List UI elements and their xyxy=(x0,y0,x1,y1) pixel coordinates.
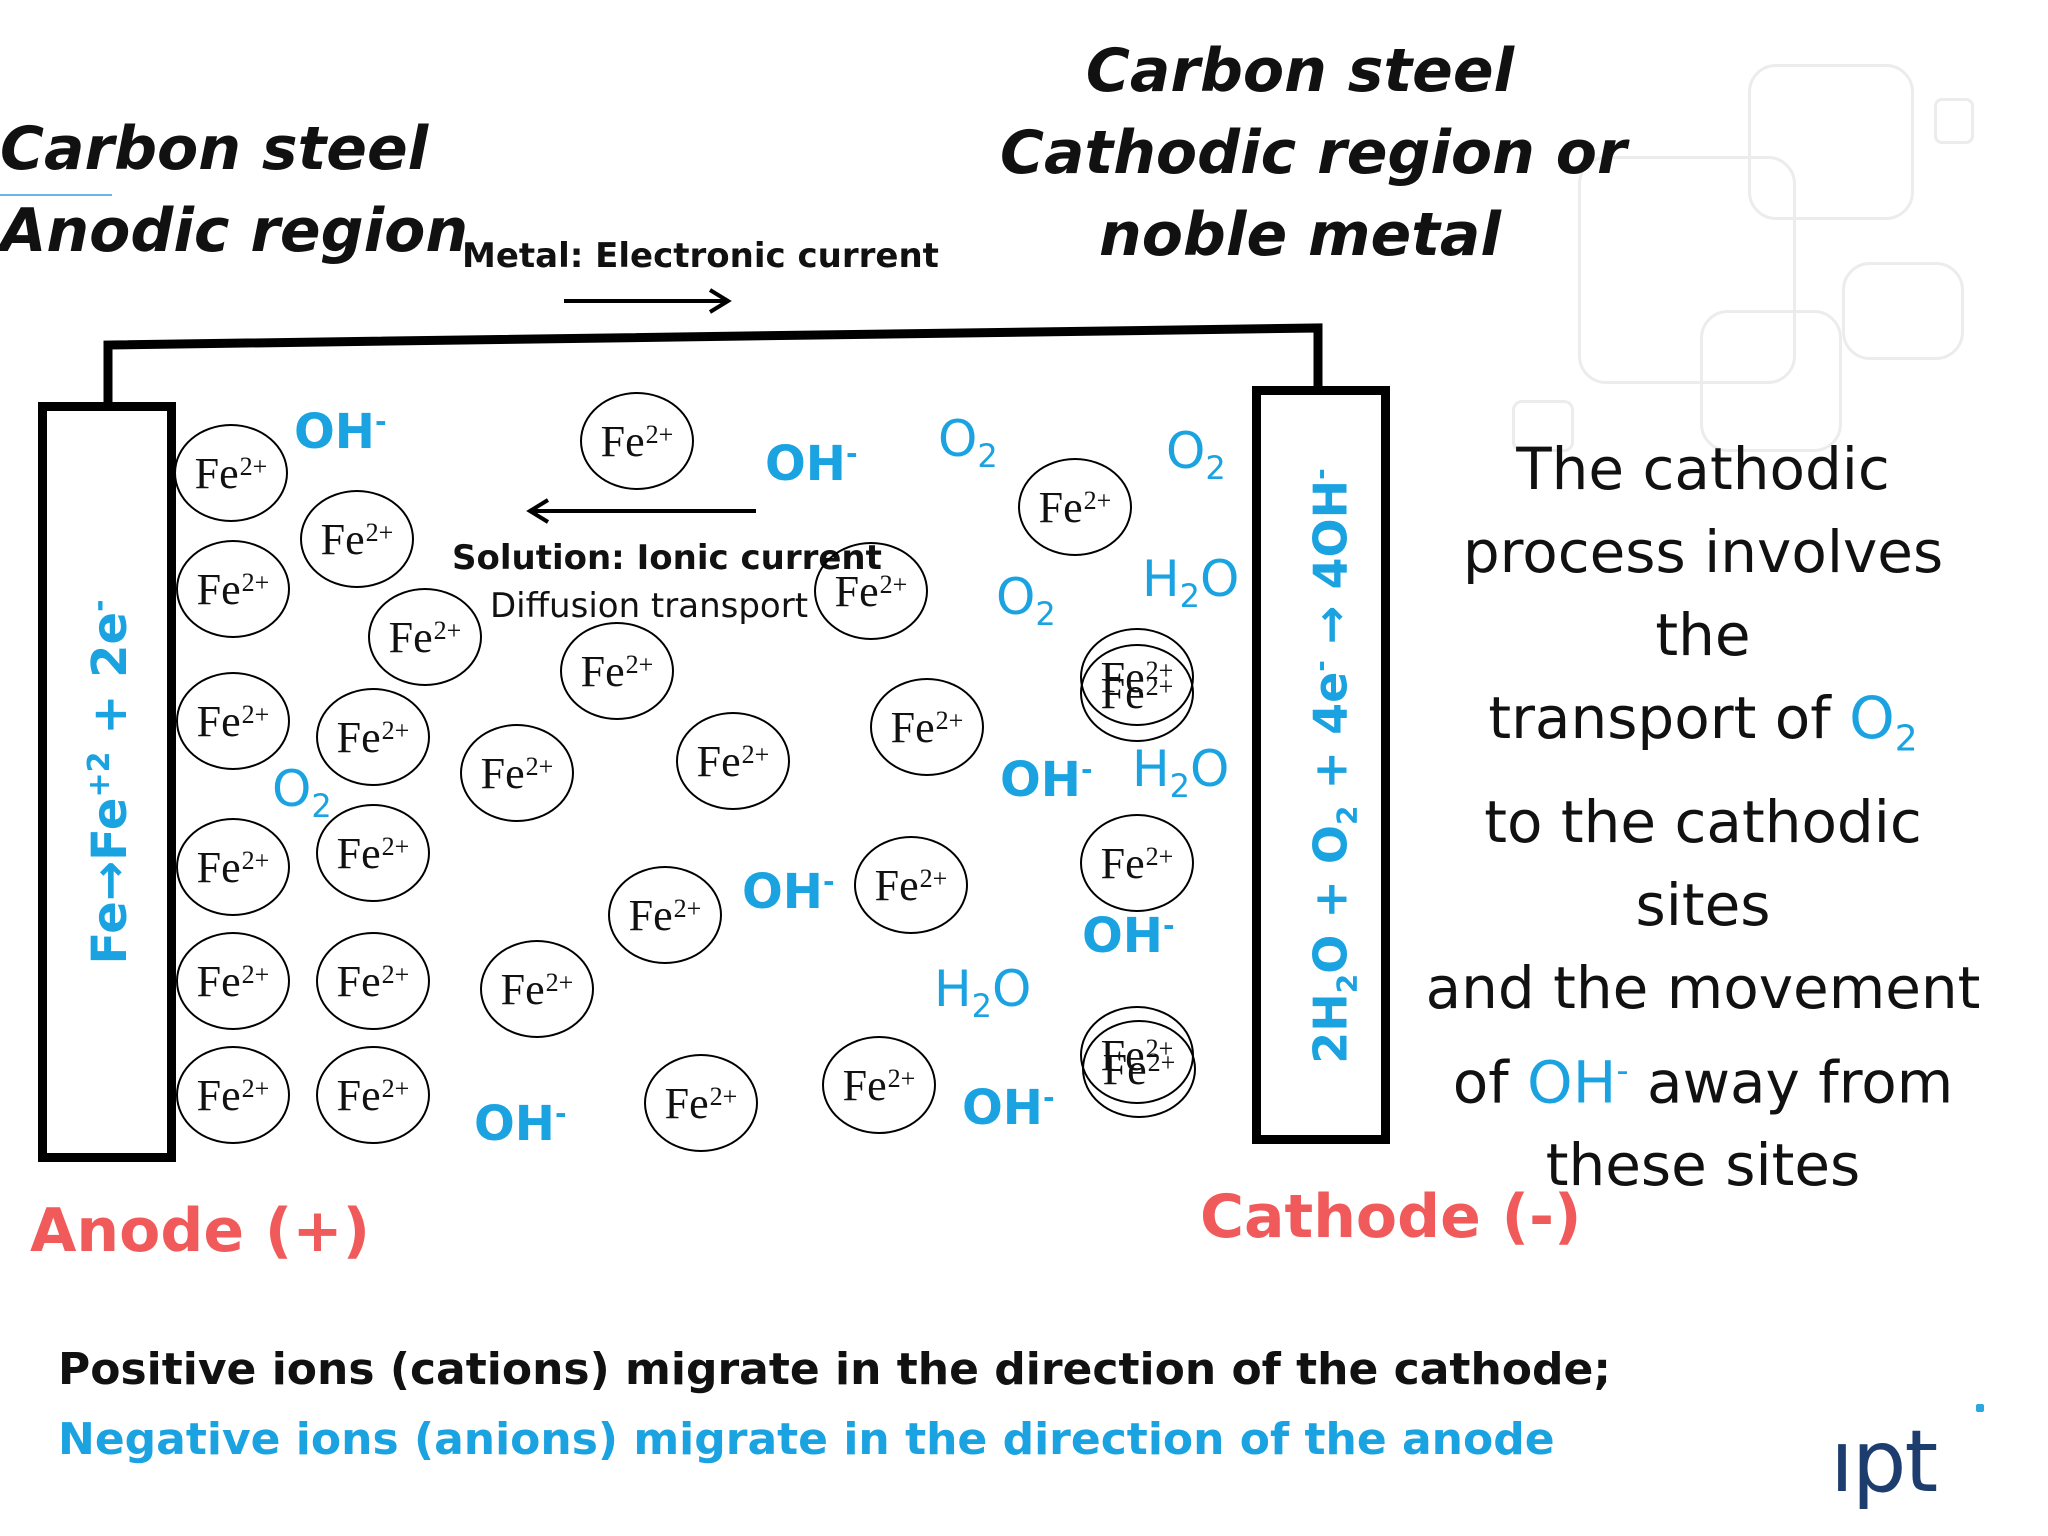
cathode-label: Cathode (-) xyxy=(1200,1182,1582,1252)
solution-current-label: Solution: Ionic current xyxy=(452,538,882,578)
anode-title-line1: Carbon steel xyxy=(0,114,429,184)
hydroxide-label: OH- xyxy=(294,404,387,460)
decor-square xyxy=(1748,64,1914,220)
cathode-title-line1: Carbon steel xyxy=(1085,36,1515,106)
water-label: H2O xyxy=(934,960,1032,1025)
decor-square xyxy=(1512,400,1574,452)
cathode-electrode xyxy=(1252,386,1390,1144)
ipt-logo: ıpt xyxy=(1830,1412,1938,1512)
electronic-current-arrow xyxy=(564,288,732,314)
oxygen-label: O2 xyxy=(938,410,998,475)
oxygen-label: O2 xyxy=(1166,422,1226,487)
explanation-line: of OH- away from xyxy=(1452,1047,1954,1116)
oxygen-label: O2 xyxy=(272,760,332,825)
explanation-line: to the cathodic sites xyxy=(1484,787,1922,939)
water-label: H2O xyxy=(1142,550,1240,615)
cathode-reaction: 2H2O + O2 + 4e- → 4OH- xyxy=(1303,468,1364,1064)
hydroxide-label: OH- xyxy=(1000,752,1093,808)
anode-region-title: Carbon steel Anodic region xyxy=(0,108,469,272)
diffusion-label: Diffusion transport xyxy=(490,586,809,626)
hydroxide-label: OH- xyxy=(474,1096,567,1152)
title-underline xyxy=(0,194,112,196)
explanation-line: The cathodic xyxy=(1516,435,1890,503)
explanation-line: transport of O2 xyxy=(1488,684,1918,760)
cathode-title-line3: noble metal xyxy=(1099,200,1501,270)
oxygen-label: O2 xyxy=(996,568,1056,633)
cathodic-process-explanation: The cathodic process involves the transp… xyxy=(1408,428,1998,1207)
decor-square xyxy=(1578,156,1796,384)
water-label: H2O xyxy=(1132,740,1230,805)
metal-current-label: Metal: Electronic current xyxy=(462,236,939,276)
explanation-line: process involves the xyxy=(1462,518,1944,669)
decor-square xyxy=(1934,98,1974,144)
footer-anions: Negative ions (anions) migrate in the di… xyxy=(58,1414,1555,1465)
anode-title-line2: Anodic region xyxy=(0,196,469,266)
anode-electrode xyxy=(38,402,176,1162)
explanation-line: these sites xyxy=(1545,1130,1861,1199)
hydroxide-label: OH- xyxy=(765,436,858,492)
metal-wire xyxy=(103,323,1323,410)
logo-accent xyxy=(1976,1404,1984,1412)
hydroxide-label: OH- xyxy=(742,864,835,920)
decor-square xyxy=(1842,262,1964,360)
hydroxide-label: OH- xyxy=(1082,908,1175,964)
explanation-line: and the movement xyxy=(1425,953,1981,1022)
cathode-region-title: Carbon steel Cathodic region or noble me… xyxy=(1000,30,1627,276)
hydroxide-label: OH- xyxy=(962,1080,1055,1136)
ionic-current-arrow xyxy=(526,498,756,524)
anode-label: Anode (+) xyxy=(30,1196,371,1266)
decor-square xyxy=(1700,310,1842,452)
footer-cations: Positive ions (cations) migrate in the d… xyxy=(58,1344,1611,1395)
cathode-title-line2: Cathodic region or xyxy=(1000,118,1627,188)
anode-reaction: Fe→Fe+2 + 2e- xyxy=(82,599,138,965)
